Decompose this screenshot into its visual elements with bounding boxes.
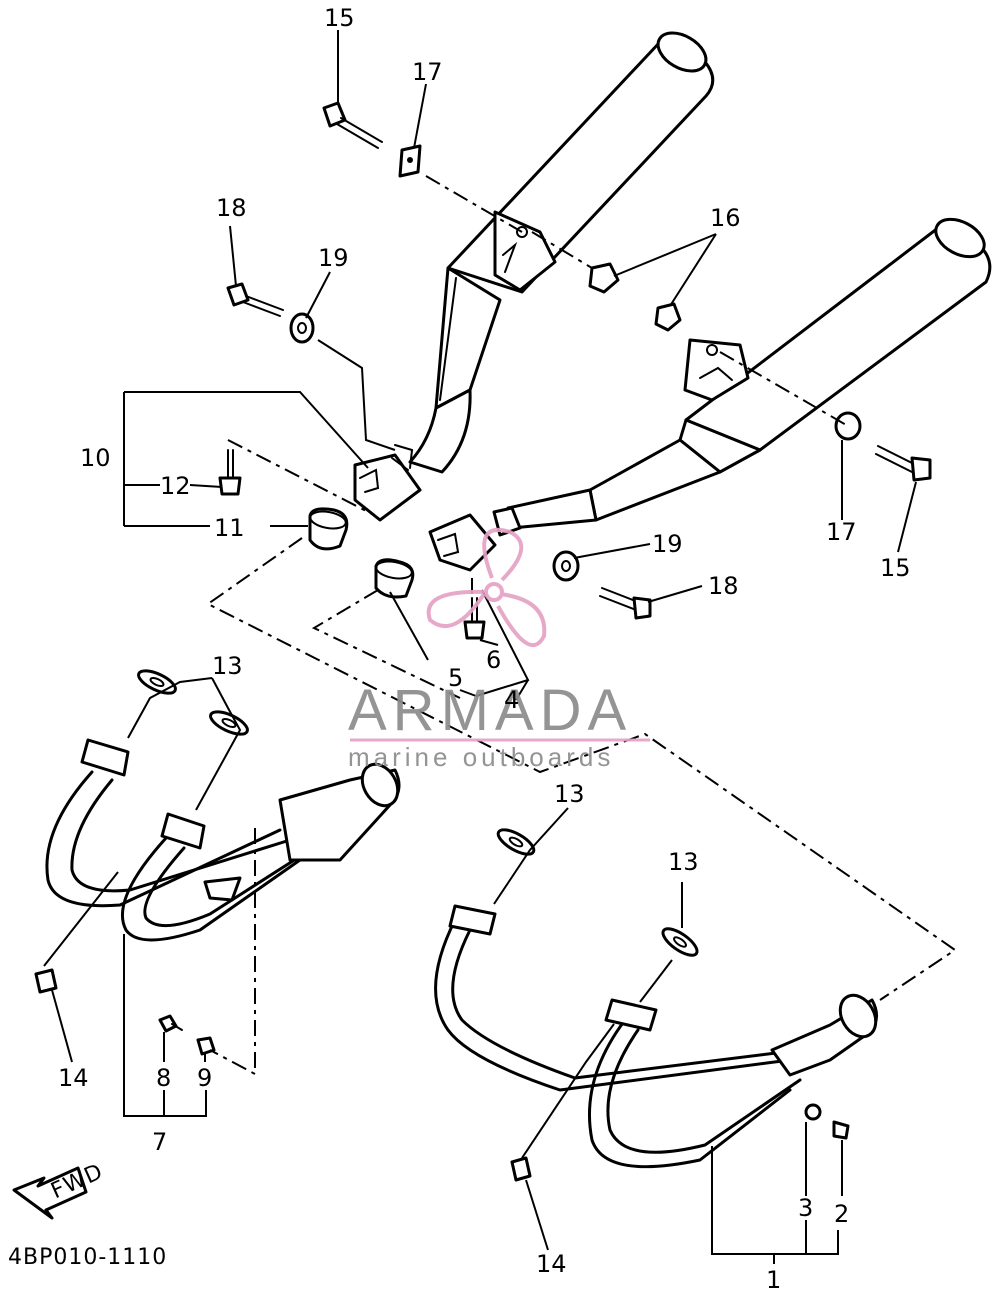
diagram-code: 4BP010-1110 [8,1245,167,1270]
callout-13-d: 13 [668,848,699,876]
damper-14-right [510,1156,532,1182]
callout-11: 11 [214,514,245,542]
gasket-13-d [661,927,699,957]
bolt-6 [463,597,486,640]
callout-1: 1 [766,1266,781,1294]
callout-16: 16 [710,204,741,232]
bolt-2 [832,1120,850,1140]
damper-14-left [34,968,58,994]
bolt-12 [218,449,242,496]
gasket-5 [374,558,415,599]
callout-15-upper: 15 [324,4,355,32]
nut-3 [804,1103,822,1121]
bolt-18-lower [599,587,652,620]
callout-13-a: 13 [212,652,243,680]
gasket-13-a [137,669,177,695]
callout-labels: 15 17 18 19 16 10 12 11 17 15 19 18 5 6 … [58,4,911,1294]
callout-10: 10 [80,444,111,472]
callout-18-lower: 18 [708,572,739,600]
gasket-11 [308,507,349,551]
callout-18-upper: 18 [216,194,247,222]
gasket-13-b [209,710,249,736]
watermark-tagline: marine outboards [348,742,614,772]
callout-14-left: 14 [58,1064,89,1092]
callout-17-upper: 17 [412,58,443,86]
callout-12: 12 [160,472,191,500]
callout-6: 6 [486,646,501,674]
nut-16-a [588,262,620,294]
watermark-brand: ARMADA [348,678,632,743]
propeller-logo-icon [426,528,547,648]
washer-17-lower [834,411,862,441]
armada-watermark: ARMADA marine outboards [348,528,650,772]
callout-14-right: 14 [536,1250,567,1278]
callout-2: 2 [834,1200,849,1228]
callout-19-upper: 19 [318,244,349,272]
callout-4: 4 [504,686,519,714]
washer-17-upper [398,144,422,178]
bolt-8 [158,1014,183,1033]
right-muffler [506,217,992,530]
callout-19-lower: 19 [652,530,683,558]
right-exhaust-pipes [434,904,878,1169]
callout-5: 5 [448,664,463,692]
leader-lines [43,30,917,1264]
callout-9: 9 [197,1064,212,1092]
callout-13-c: 13 [554,780,585,808]
bolt-15-lower [875,445,932,482]
left-joint-clamp [353,444,422,522]
bolt-15-upper [322,101,383,149]
gasket-13-c [496,828,536,856]
callout-17-lower: 17 [826,518,857,546]
forward-arrow-icon: FWD [12,1159,107,1220]
bolt-18-upper [226,282,284,317]
callout-15-lower: 15 [880,554,911,582]
right-joint-clamp [428,506,522,572]
left-muffler [408,31,715,474]
grommet-19-upper [289,312,315,344]
grommet-19-lower [552,550,580,582]
callout-8: 8 [156,1064,171,1092]
callout-3: 3 [798,1194,813,1222]
assembly-lines [206,175,957,1076]
callout-7: 7 [152,1128,167,1156]
nut-16-b [654,302,682,332]
